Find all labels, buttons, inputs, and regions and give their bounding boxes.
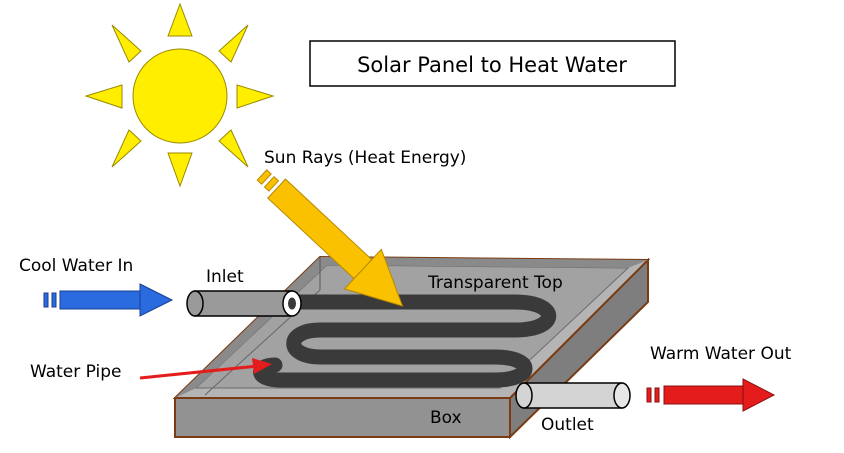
water-pipe-pointer bbox=[139, 358, 272, 380]
cool-water-in-label: Cool Water In bbox=[19, 256, 133, 276]
water-pipe bbox=[253, 294, 556, 388]
water-pipe-label: Water Pipe bbox=[30, 362, 122, 382]
title-box: Solar Panel to Heat Water bbox=[309, 40, 676, 87]
inlet-pipe bbox=[186, 290, 302, 317]
warm-water-arrow bbox=[646, 378, 776, 412]
cool-water-arrow bbox=[43, 283, 174, 317]
inlet-label: Inlet bbox=[206, 267, 244, 287]
warm-water-out-label: Warm Water Out bbox=[650, 344, 792, 364]
box-label: Box bbox=[430, 408, 462, 428]
collector-box bbox=[172, 255, 651, 440]
sun-ray-arrow bbox=[256, 169, 404, 307]
outlet-label: Outlet bbox=[541, 415, 594, 435]
transparent-top-label: Transparent Top bbox=[427, 273, 563, 293]
sun-icon bbox=[84, 2, 275, 188]
diagram-title: Solar Panel to Heat Water bbox=[357, 53, 627, 77]
outlet-pipe bbox=[515, 382, 631, 409]
sun-rays-label: Sun Rays (Heat Energy) bbox=[264, 148, 466, 168]
